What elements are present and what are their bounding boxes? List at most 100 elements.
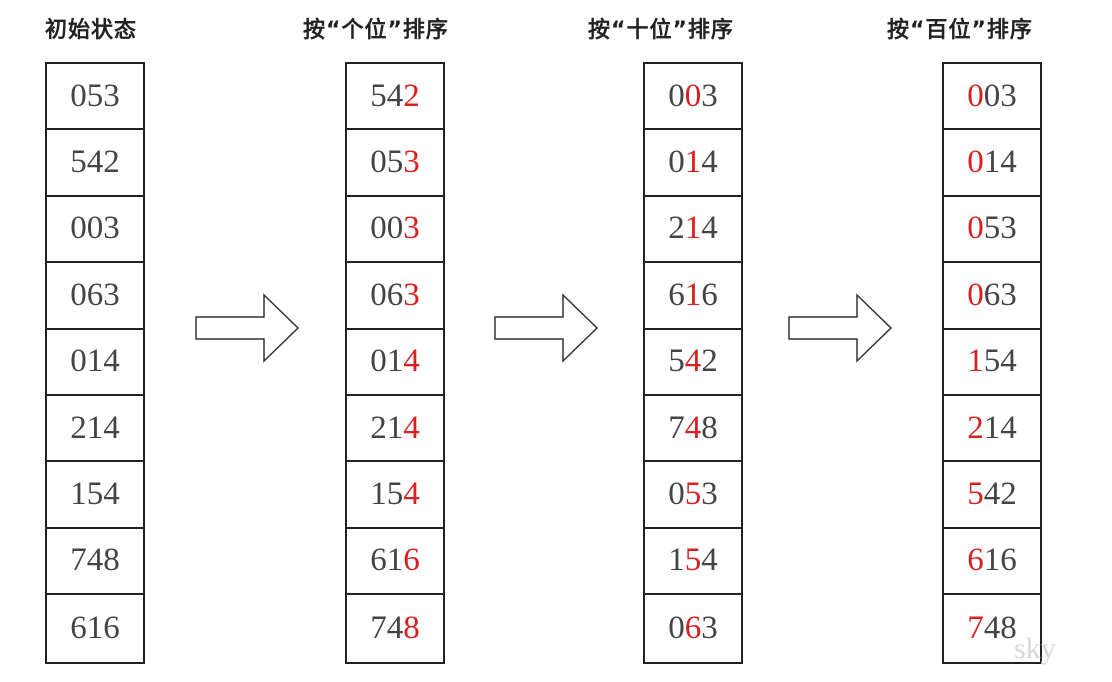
digit: 7 xyxy=(370,609,387,646)
highlighted-digit: 6 xyxy=(967,542,984,579)
digit: 1 xyxy=(983,542,1001,579)
column-title: 初始状态 xyxy=(45,18,138,43)
digit: 5 xyxy=(983,343,1001,380)
highlighted-digit: 0 xyxy=(684,77,702,114)
highlighted-digit: 7 xyxy=(967,609,984,646)
highlighted-digit: 1 xyxy=(684,210,702,247)
highlighted-digit: 0 xyxy=(967,210,984,247)
digit: 4 xyxy=(1000,343,1017,380)
digit: 0 xyxy=(70,276,87,313)
digit: 6 xyxy=(86,276,104,313)
digit: 0 xyxy=(668,609,685,646)
digit: 4 xyxy=(983,476,1001,513)
digit: 5 xyxy=(86,77,104,114)
highlighted-digit: 0 xyxy=(967,276,984,313)
digit: 4 xyxy=(701,542,718,579)
digit: 5 xyxy=(70,144,87,181)
highlighted-digit: 4 xyxy=(403,476,420,513)
digit: 4 xyxy=(701,144,718,181)
highlighted-digit: 4 xyxy=(684,343,702,380)
highlighted-digit: 2 xyxy=(967,409,984,446)
digit: 3 xyxy=(701,609,718,646)
digit: 3 xyxy=(1000,210,1017,247)
highlighted-digit: 0 xyxy=(967,77,984,114)
highlighted-digit: 1 xyxy=(684,144,702,181)
highlighted-digit: 4 xyxy=(403,343,420,380)
digit: 0 xyxy=(668,144,685,181)
digit: 0 xyxy=(86,210,104,247)
digit: 8 xyxy=(1000,609,1017,646)
digit: 0 xyxy=(983,77,1001,114)
digit: 1 xyxy=(86,409,104,446)
digit: 6 xyxy=(386,276,404,313)
digit: 0 xyxy=(370,210,387,247)
digit: 8 xyxy=(103,542,120,579)
column-title: 按“百位”排序 xyxy=(887,18,1033,43)
digit: 3 xyxy=(701,476,718,513)
digit: 1 xyxy=(386,542,404,579)
digit: 3 xyxy=(103,77,120,114)
highlighted-digit: 1 xyxy=(967,343,984,380)
digit: 0 xyxy=(668,476,685,513)
digit: 1 xyxy=(70,476,87,513)
highlighted-digit: 8 xyxy=(403,609,420,646)
highlighted-digit: 3 xyxy=(403,276,420,313)
highlighted-digit: 4 xyxy=(684,409,702,446)
digit: 4 xyxy=(1000,144,1017,181)
highlighted-digit: 1 xyxy=(684,276,702,313)
digit: 0 xyxy=(386,210,404,247)
highlighted-digit: 5 xyxy=(684,476,702,513)
digit: 4 xyxy=(86,542,104,579)
digit: 1 xyxy=(386,409,404,446)
digit: 3 xyxy=(701,77,718,114)
digit: 4 xyxy=(386,77,404,114)
digit: 6 xyxy=(103,609,120,646)
digit: 4 xyxy=(103,343,120,380)
digit: 3 xyxy=(103,210,120,247)
digit: 3 xyxy=(103,276,120,313)
digit: 0 xyxy=(70,343,87,380)
digit: 1 xyxy=(370,476,387,513)
highlighted-digit: 2 xyxy=(403,77,420,114)
digit: 5 xyxy=(668,343,685,380)
digit: 8 xyxy=(701,409,718,446)
digit: 5 xyxy=(983,210,1001,247)
digit: 2 xyxy=(701,343,718,380)
digit: 5 xyxy=(386,144,404,181)
digit: 0 xyxy=(370,343,387,380)
digit: 1 xyxy=(983,144,1001,181)
digit: 5 xyxy=(386,476,404,513)
digit: 0 xyxy=(370,144,387,181)
digit: 4 xyxy=(701,210,718,247)
digit: 5 xyxy=(86,476,104,513)
digit: 0 xyxy=(668,77,685,114)
